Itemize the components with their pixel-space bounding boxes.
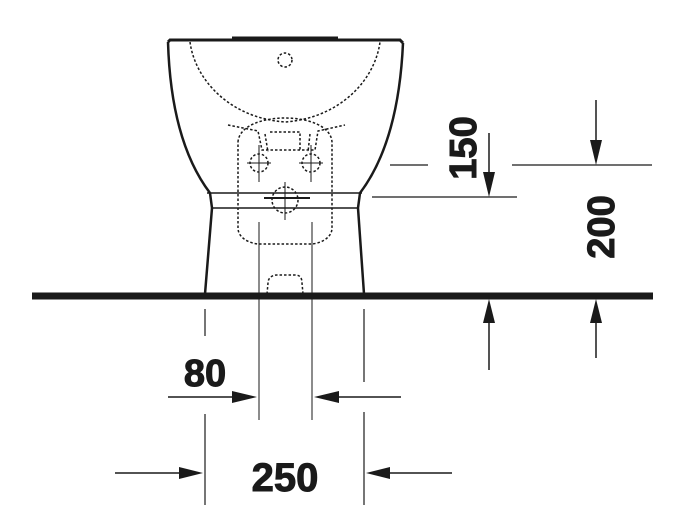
dimension-label-250: 250 bbox=[252, 456, 319, 500]
hidden-features bbox=[189, 41, 381, 295]
dimension-80: 80 bbox=[168, 353, 401, 403]
dimension-label-150: 150 bbox=[443, 116, 485, 179]
centre-lines bbox=[247, 145, 323, 420]
dimension-150: 150 bbox=[372, 116, 517, 198]
tap-hole-icon bbox=[277, 52, 293, 68]
dimension-200: 200 bbox=[483, 100, 652, 370]
dimension-label-80: 80 bbox=[184, 353, 226, 395]
dimension-label-200: 200 bbox=[581, 195, 623, 258]
dimension-250: 250 bbox=[115, 309, 452, 505]
